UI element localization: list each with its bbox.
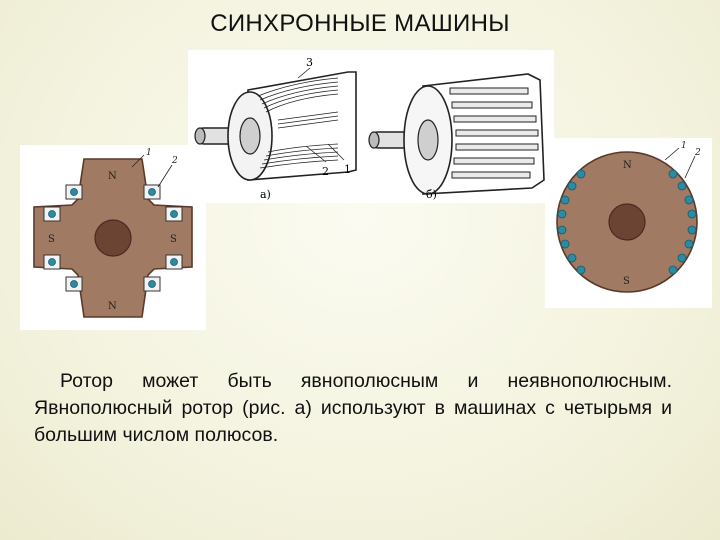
slide-title: СИНХРОННЫЕ МАШИНЫ — [210, 10, 510, 37]
callout-1: 1 — [344, 163, 351, 176]
callout-2: 2 — [171, 156, 178, 166]
body-text: Ротор может быть явнополюсным и неявнопо… — [34, 370, 672, 446]
label-a: а) — [260, 188, 271, 201]
callout-3: 3 — [306, 56, 313, 69]
callout-2: 2 — [322, 165, 329, 178]
pole-label-s-left: S — [48, 234, 55, 245]
callout-1: 1 — [681, 141, 687, 151]
pole-label-n-bottom: N — [108, 301, 117, 312]
pole-label-n: N — [623, 160, 632, 171]
nonsalient-rotor-drawing: б) — [368, 73, 545, 201]
pole-label-s: S — [623, 276, 630, 287]
pole-label-s-right: S — [170, 234, 177, 245]
salient-rotor-cross-section: N S N S 1 2 — [20, 145, 206, 330]
body-paragraph: Ротор может быть явнополюсным и неявнопо… — [34, 368, 672, 449]
salient-rotor-drawing: 3 2 1 а) — [194, 56, 357, 201]
callout-1: 1 — [146, 148, 152, 158]
rotor-cutaway-figure: 3 2 1 а) б) — [188, 50, 554, 203]
nonsalient-rotor-cross-section: N S 1 2 — [545, 138, 712, 308]
pole-label-n-top: N — [108, 171, 117, 182]
callout-2: 2 — [694, 148, 701, 158]
label-b: б) — [426, 188, 437, 201]
